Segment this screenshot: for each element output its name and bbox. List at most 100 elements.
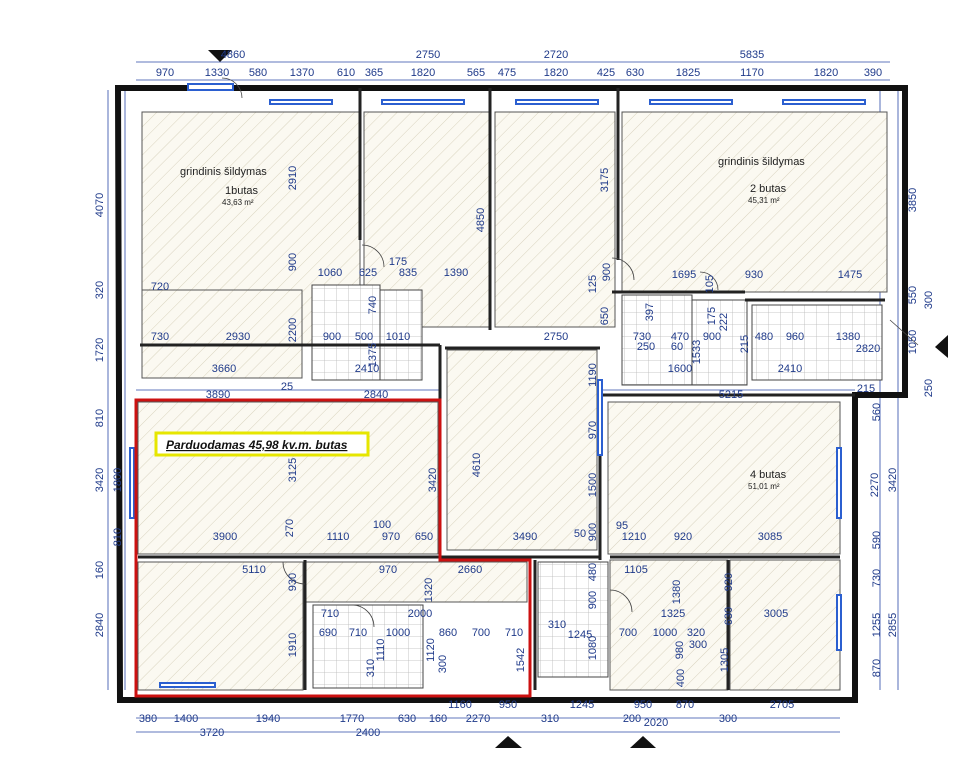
dim-label: 4860: [221, 49, 245, 61]
dim-label: 1330: [205, 67, 229, 79]
doors: [221, 77, 919, 628]
window-top-3: [381, 99, 465, 105]
dim-label: 630: [626, 67, 644, 79]
dim-label: 2750: [416, 49, 440, 61]
dim-label: 1190: [587, 363, 599, 387]
window-bottom: [159, 682, 216, 688]
dim-label: 1120: [425, 638, 437, 662]
bathrooms: [311, 284, 883, 689]
dim-label: 1170: [740, 67, 764, 79]
window-top-6: [782, 99, 866, 105]
sale-banner-box: [154, 431, 370, 457]
dim-label: 1720: [94, 338, 106, 362]
dim-label: 397: [644, 303, 656, 321]
window-top-1: [187, 83, 234, 91]
dim-label: 3490: [513, 531, 537, 543]
dim-label: 425: [597, 67, 615, 79]
dim-label: 380: [139, 713, 157, 725]
dim-label: 1390: [444, 267, 468, 279]
dim-label: 4850: [475, 208, 487, 232]
dim-label: 1160: [448, 699, 472, 711]
dim-label: 3005: [764, 608, 788, 620]
north-arrow-top: [208, 50, 232, 62]
dim-label: 2820: [856, 343, 880, 355]
dim-label: 710: [505, 627, 523, 639]
room-1-heating: grindinis šildymas: [180, 166, 267, 178]
dim-label: 3720: [200, 727, 224, 739]
dim-label: 610: [337, 67, 355, 79]
dim-label: 1000: [386, 627, 410, 639]
north-arrow-bottom-2: [630, 736, 656, 748]
dim-label: 2840: [364, 389, 388, 401]
dim-label: 300: [923, 291, 935, 309]
dim-label: 650: [599, 307, 611, 325]
room-sold-living: [137, 401, 439, 555]
bath-2c: [751, 304, 883, 381]
dim-label: 3890: [206, 389, 230, 401]
dim-label: 1820: [544, 67, 568, 79]
dim-label: 480: [587, 563, 599, 581]
dim-label: 25: [281, 381, 293, 393]
dim-label: 250: [923, 379, 935, 397]
dim-label: 970: [382, 531, 400, 543]
dim-label: 630: [398, 713, 416, 725]
dim-label: 900: [287, 253, 299, 271]
room-2-area: 45,31 m²: [748, 196, 780, 205]
dim-label: 125: [587, 275, 599, 293]
dim-label: 970: [379, 564, 397, 576]
dim-label: 390: [864, 67, 882, 79]
dim-label: 2200: [287, 318, 299, 342]
room-2-name: 2 butas: [750, 183, 787, 195]
dim-label: 160: [429, 713, 447, 725]
dim-label: 4070: [94, 193, 106, 217]
dim-label: 710: [321, 608, 339, 620]
dim-label: 3125: [287, 458, 299, 482]
bath-3: [537, 561, 609, 678]
room-4-name: 4 butas: [750, 469, 787, 481]
dim-label: 1820: [814, 67, 838, 79]
dim-label: 2840: [94, 613, 106, 637]
dim-label: 810: [94, 409, 106, 427]
dim-label: 1105: [624, 564, 648, 576]
dim-label: 2270: [466, 713, 490, 725]
dim-label: 2400: [356, 727, 380, 739]
dim-label: 1245: [570, 699, 594, 711]
room-4-living: [607, 401, 841, 555]
dim-label: 1060: [318, 267, 342, 279]
dim-label: 1110: [375, 639, 387, 662]
dim-label: 980: [674, 641, 686, 659]
dim-label: 690: [319, 627, 337, 639]
dim-label: 5215: [719, 389, 743, 401]
dim-label: 1475: [838, 269, 862, 281]
window-right-1: [836, 447, 842, 519]
dim-label: 215: [739, 335, 751, 353]
dim-label: 2750: [544, 331, 568, 343]
dim-label: 320: [687, 627, 705, 639]
dim-label: 930: [745, 269, 763, 281]
dim-label: 1500: [587, 473, 599, 497]
dim-label: 900: [703, 331, 721, 343]
dim-label: 1533: [691, 340, 703, 364]
dim-label: 1210: [622, 531, 646, 543]
dim-label: 105: [704, 275, 716, 293]
dim-label: 1325: [661, 608, 685, 620]
dim-label: 560: [871, 403, 883, 421]
dim-label: 625: [359, 267, 377, 279]
dim-label: 930: [287, 573, 299, 591]
dim-label: 650: [415, 531, 433, 543]
dim-label: 550: [907, 286, 919, 304]
dim-label: 3085: [758, 531, 782, 543]
dim-label: 2705: [770, 699, 794, 711]
dim-label: 310: [548, 619, 566, 631]
dim-label: 2410: [778, 363, 802, 375]
dim-label: 1375: [367, 343, 379, 367]
dim-label: 95: [616, 520, 628, 532]
room-1-name: 1butas: [225, 185, 259, 197]
dim-label: 1380: [836, 331, 860, 343]
dim-label: 870: [676, 699, 694, 711]
